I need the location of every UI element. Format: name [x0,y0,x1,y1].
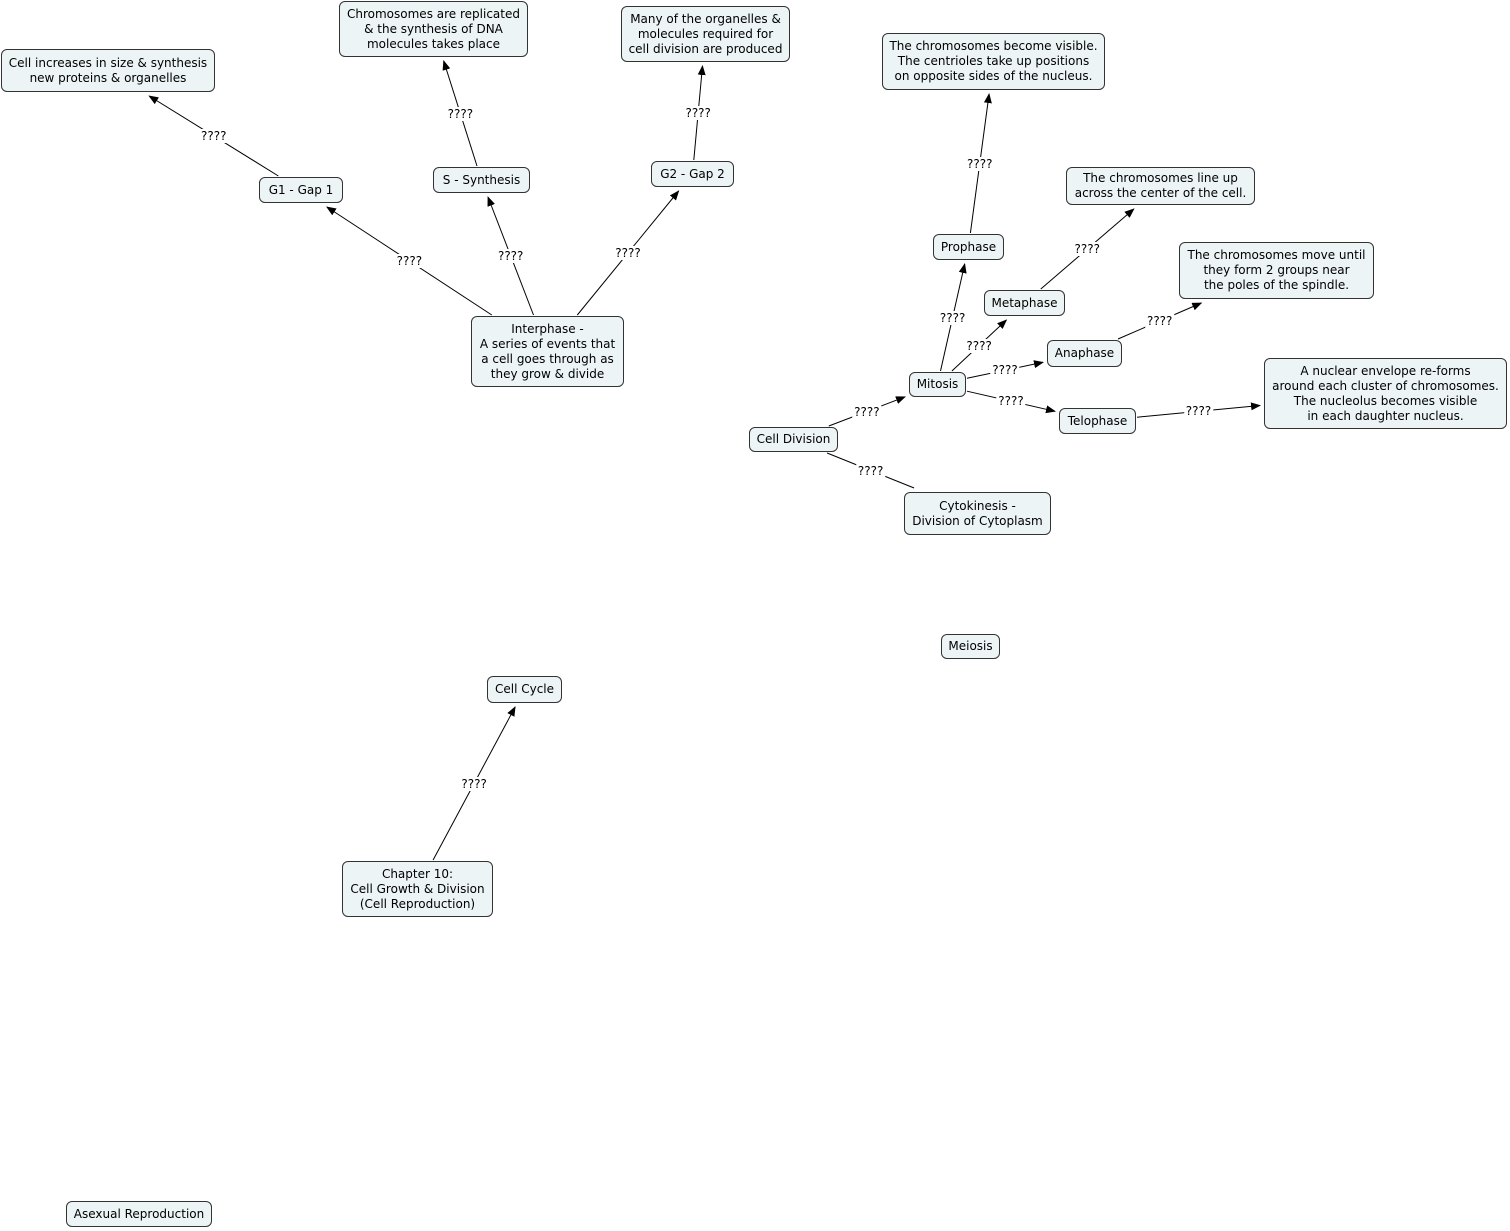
node-cell-cycle[interactable]: Cell Cycle [487,676,562,703]
node-prophase[interactable]: Prophase [933,234,1004,260]
node-metaphase-effect[interactable]: The chromosomes line up across the cente… [1066,167,1255,205]
link-label-mitosis-to-metaphase[interactable]: ???? [964,338,994,353]
node-chapter-10[interactable]: Chapter 10: Cell Growth & Division (Cell… [342,861,493,917]
link-label-cell-division-to-cytokinesis[interactable]: ???? [855,463,886,478]
link-label-mitosis-to-anaphase[interactable]: ???? [990,363,1020,378]
link-label-interphase-to-g1[interactable]: ???? [394,254,425,268]
node-g2-gap-2[interactable]: G2 - Gap 2 [651,161,734,187]
link-label-telophase-to-telophase-effect[interactable]: ???? [1183,404,1214,419]
node-cell-division[interactable]: Cell Division [749,427,838,452]
node-interphase[interactable]: Interphase - A series of events that a c… [471,316,624,387]
node-g1-gap-1[interactable]: G1 - Gap 1 [259,177,343,203]
node-prophase-effect[interactable]: The chromosomes become visible. The cent… [882,33,1105,90]
link-label-g1-to-g1-effect[interactable]: ???? [199,129,229,143]
node-s-synthesis[interactable]: S - Synthesis [433,167,530,193]
node-s-effect[interactable]: Chromosomes are replicated & the synthes… [339,1,528,57]
link-label-s-synthesis-to-s-effect[interactable]: ???? [445,106,476,121]
link-label-mitosis-to-prophase[interactable]: ???? [937,310,968,325]
node-cytokinesis[interactable]: Cytokinesis - Division of Cytoplasm [904,492,1051,535]
node-meiosis[interactable]: Meiosis [941,634,1000,659]
link-label-anaphase-to-anaphase-effect[interactable]: ???? [1144,314,1175,328]
node-g1-effect[interactable]: Cell increases in size & synthesis new p… [1,49,215,92]
node-g2-effect[interactable]: Many of the organelles & molecules requi… [621,6,790,62]
node-anaphase[interactable]: Anaphase [1047,340,1122,367]
node-telophase-effect[interactable]: A nuclear envelope re-forms around each … [1264,358,1507,429]
link-label-interphase-to-g2[interactable]: ???? [613,246,643,260]
link-label-prophase-to-prophase-effect[interactable]: ???? [965,156,995,171]
link-label-g2-to-g2-effect[interactable]: ???? [683,106,713,120]
node-telophase[interactable]: Telophase [1059,408,1136,434]
link-label-chapter-10-to-cell-cycle[interactable]: ???? [459,776,489,791]
node-mitosis[interactable]: Mitosis [909,372,966,397]
node-anaphase-effect[interactable]: The chromosomes move until they form 2 g… [1179,242,1374,299]
link-label-cell-division-to-mitosis[interactable]: ???? [852,404,882,419]
link-label-mitosis-to-telophase[interactable]: ???? [996,394,1026,409]
link-label-interphase-to-s-synthesis[interactable]: ???? [495,249,526,263]
node-asexual-reproduction[interactable]: Asexual Reproduction [66,1201,212,1227]
node-metaphase[interactable]: Metaphase [984,290,1065,316]
link-label-metaphase-to-metaphase-effect[interactable]: ???? [1072,242,1103,256]
